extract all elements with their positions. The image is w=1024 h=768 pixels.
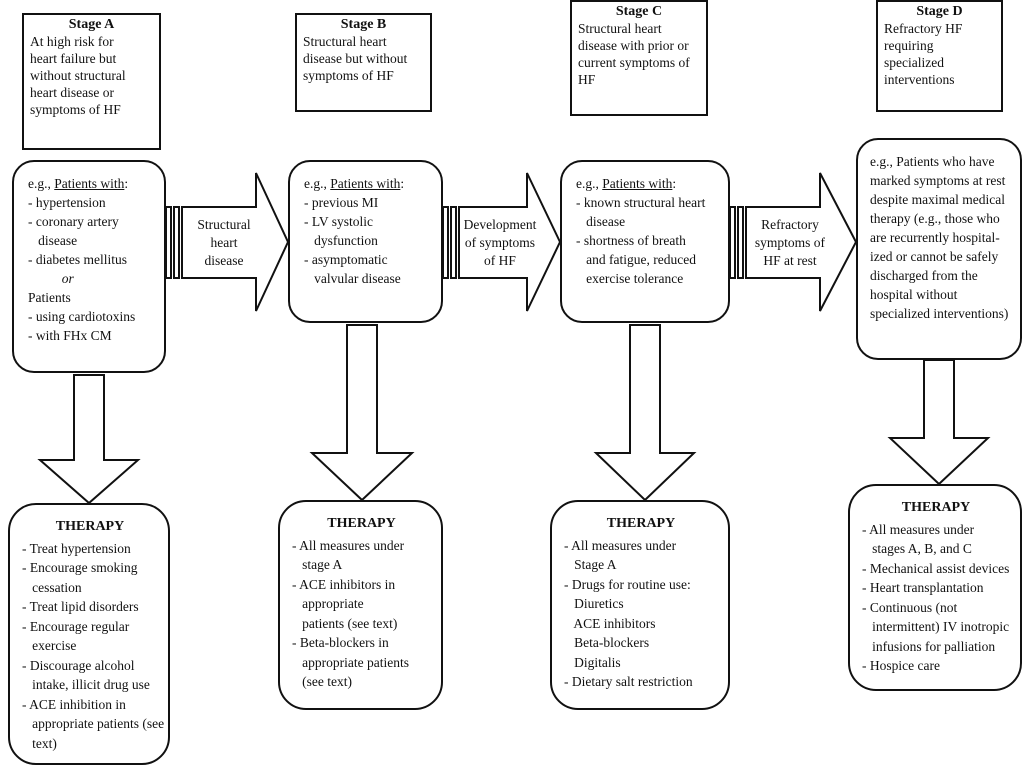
stage-d-header: Stage D Refractory HF requiring speciali… (876, 0, 1003, 112)
list-item: text) (22, 735, 57, 751)
stage-b-desc: Structural heart disease but without sym… (303, 34, 408, 83)
list-item: - Mechanical assist devices (862, 560, 1010, 576)
stage-c-patients-heading: e.g., Patients with: (576, 176, 677, 191)
list-item: Stage A (564, 557, 617, 572)
stage-a-patients-list: - hypertension - coronary artery disease… (28, 193, 154, 345)
list-item: ACE inhibitors (564, 615, 656, 631)
stage-a-patients-heading: e.g., Patients with: (28, 176, 129, 191)
list-item: - shortness of breath (576, 233, 686, 248)
list-item: intake, illicit drug use (22, 677, 150, 692)
transition-c-to-d-label: Refractory symptoms of HF at rest (754, 217, 826, 268)
list-item: - diabetes mellitus (28, 252, 127, 267)
stage-b-title: Stage B (340, 17, 387, 32)
list-item: disease (28, 233, 78, 248)
stage-c-title: Stage C (615, 4, 663, 19)
list-item: stages A, B, and C (862, 541, 972, 556)
stage-b-patients: e.g., Patients with: - previous MI - LV … (288, 160, 443, 323)
arrow-b-down (309, 324, 415, 502)
stage-a-therapy-list: - Treat hypertension - Encourage smoking… (22, 539, 165, 754)
list-item: - previous MI (304, 195, 379, 210)
stage-c-patients-list: - known structural heart disease - short… (576, 193, 718, 288)
list-item: - All measures under (862, 521, 975, 537)
list-item: exercise tolerance (576, 271, 684, 286)
list-item: Digitalis (564, 654, 621, 670)
arrow-a-down (37, 374, 141, 505)
list-item: valvular disease (304, 271, 401, 286)
stage-a-therapy-title: THERAPY (55, 519, 125, 534)
stage-d-therapy-list: - All measures under stages A, B, and C … (862, 520, 1010, 676)
stage-b-therapy-list: - All measures under stage A - ACE inhib… (292, 536, 431, 692)
stage-c-therapy: THERAPY - All measures under Stage A - D… (550, 500, 730, 710)
list-item: Diuretics (564, 596, 624, 611)
list-item: - Beta-blockers in (292, 635, 389, 650)
list-item: (see text) (292, 674, 352, 689)
list-item: - Discourage alcohol (22, 657, 135, 673)
list-item: disease (576, 214, 626, 229)
list-item: - Treat hypertension (22, 540, 131, 556)
list-item: - asymptomatic (304, 252, 388, 267)
stage-c-header: Stage C Structural heart disease with pr… (570, 0, 708, 116)
stage-d-patients-text: e.g., Patients who have marked symptoms … (870, 154, 1009, 321)
list-item: appropriate patients (292, 654, 409, 670)
stage-c-therapy-title: THERAPY (606, 516, 676, 531)
list-item: - Dietary salt restriction (564, 674, 693, 689)
list-item: Patients (28, 290, 71, 305)
arrow-c-down (593, 324, 697, 502)
stage-a-desc: At high risk for heart failure but witho… (30, 34, 126, 117)
transition-b-to-c-label: Development of symptoms of HF (463, 217, 537, 268)
list-item: - Treat lipid disorders (22, 599, 139, 614)
list-item: - Encourage regular (22, 618, 130, 634)
list-item: appropriate (292, 596, 364, 611)
list-item: cessation (22, 579, 82, 595)
list-item: - LV systolic (304, 214, 374, 229)
list-item: - hypertension (28, 195, 106, 210)
list-item: dysfunction (304, 233, 378, 248)
list-item: - Heart transplantation (862, 580, 984, 595)
arrow-d-down (887, 359, 991, 486)
transition-a-to-b-label: Structural heart disease (197, 217, 251, 268)
stage-c-patients: e.g., Patients with: - known structural … (560, 160, 730, 323)
stage-b-patients-heading: e.g., Patients with: (304, 176, 405, 191)
list-item: - known structural heart (576, 195, 706, 210)
stage-a-therapy: THERAPY - Treat hypertension - Encourage… (8, 503, 170, 765)
list-item: exercise (22, 638, 77, 653)
list-item: - ACE inhibitors in (292, 576, 396, 592)
list-item: - Drugs for routine use: (564, 576, 691, 592)
list-item: - Continuous (not (862, 599, 958, 615)
stage-b-therapy-title: THERAPY (327, 516, 396, 531)
stage-a-title: Stage A (68, 17, 115, 32)
list-item: - coronary artery (28, 214, 119, 229)
list-item: intermittent) IV inotropic (862, 619, 1010, 634)
stage-b-header: Stage B Structural heart disease but wit… (295, 13, 432, 112)
stage-d-therapy: THERAPY - All measures under stages A, B… (848, 484, 1022, 691)
list-item: - Hospice care (862, 658, 940, 673)
list-item: - ACE inhibition in (22, 696, 126, 712)
list-item: or (28, 271, 74, 286)
stage-d-desc: Refractory HF requiring specialized inte… (884, 21, 963, 87)
stage-c-desc: Structural heart disease with prior or c… (578, 21, 690, 87)
list-item: stage A (292, 557, 343, 572)
stage-a-patients: e.g., Patients with: - hypertension - co… (12, 160, 166, 373)
stage-b-therapy: THERAPY - All measures under stage A - A… (278, 500, 443, 710)
stage-c-therapy-list: - All measures under Stage A - Drugs for… (564, 536, 718, 692)
list-item: - using cardiotoxins (28, 309, 136, 324)
stage-d-title: Stage D (916, 4, 963, 19)
list-item: Beta-blockers (564, 635, 650, 650)
list-item: - All measures under (292, 537, 405, 553)
list-item: - All measures under (564, 537, 677, 553)
list-item: infusions for palliation (862, 638, 996, 654)
list-item: - Encourage smoking (22, 560, 138, 575)
stage-d-therapy-title: THERAPY (901, 500, 971, 515)
stage-d-patients: e.g., Patients who have marked symptoms … (856, 138, 1022, 360)
stage-b-patients-list: - previous MI - LV systolic dysfunction … (304, 193, 431, 288)
list-item: appropriate patients (see (22, 716, 165, 731)
stage-a-header: Stage A At high risk for heart failure b… (22, 13, 161, 150)
list-item: - with FHx CM (28, 328, 112, 343)
list-item: patients (see text) (292, 615, 398, 631)
list-item: and fatigue, reduced (576, 252, 696, 267)
